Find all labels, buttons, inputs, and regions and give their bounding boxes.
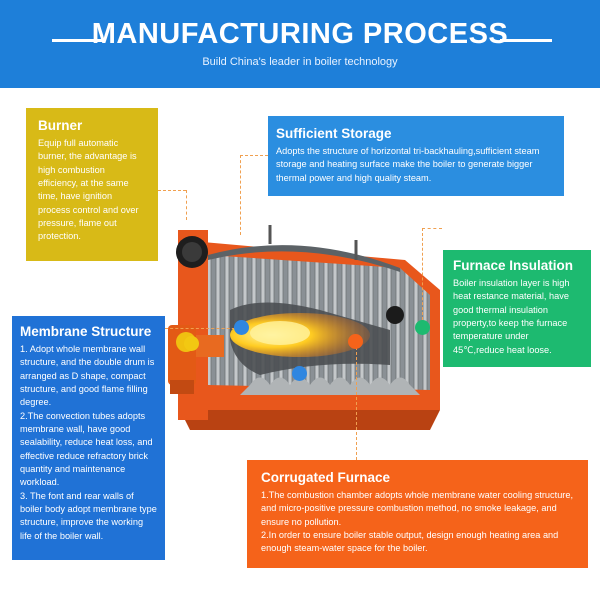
insulation-title: Furnace Insulation [453, 258, 574, 273]
connector-insulation [422, 228, 423, 320]
insulation-description: Boiler insulation layer is high heat res… [453, 278, 570, 355]
boiler-illustration [168, 225, 440, 430]
connector-insulation-top [422, 228, 442, 229]
page-subtitle: Build China's leader in boiler technolog… [202, 56, 398, 68]
connector-storage [240, 155, 268, 156]
header-right-line [500, 39, 552, 42]
storage-panel: Sufficient Storage Adopts the structure … [268, 116, 564, 196]
header-left-line [52, 39, 104, 42]
marker-dot-burner [184, 336, 199, 351]
membrane-point-1: 1. Adopt whole membrane wall structure, … [20, 344, 155, 408]
marker-dot-storage [292, 366, 307, 381]
storage-description: Adopts the structure of horizontal tri-b… [276, 146, 540, 183]
membrane-point-2: 2.The convection tubes adopts membrane w… [20, 410, 153, 488]
burner-title: Burner [38, 118, 83, 133]
membrane-description: 1. Adopt whole membrane wall structure, … [20, 343, 157, 543]
membrane-title: Membrane Structure [20, 324, 152, 339]
connector-burner [158, 190, 186, 191]
connector-membrane [165, 328, 240, 329]
corrugated-point-2: 2.In order to ensure boiler stable outpu… [261, 530, 559, 554]
connector-burner-drop [186, 190, 187, 220]
corrugated-title: Corrugated Furnace [261, 470, 391, 485]
marker-dot-membrane [234, 320, 249, 335]
membrane-point-3: 3. The font and rear walls of boiler bod… [20, 490, 157, 541]
burner-description: Equip full automatic burner, the advanta… [38, 138, 139, 242]
connector-corrugated [356, 342, 357, 460]
burner-panel: Burner Equip full automatic burner, the … [26, 108, 158, 261]
marker-dot-insulation [415, 320, 430, 335]
connector-storage-drop [240, 155, 241, 235]
page-title: MANUFACTURING PROCESS [91, 18, 509, 50]
corrugated-panel: Corrugated Furnace 1.The combustion cham… [247, 460, 588, 568]
membrane-panel: Membrane Structure 1. Adopt whole membra… [12, 316, 165, 560]
corrugated-point-1: 1.The combustion chamber adopts whole me… [261, 490, 574, 527]
marker-dot-corrugated [348, 334, 363, 349]
storage-title: Sufficient Storage [276, 126, 392, 141]
corrugated-description: 1.The combustion chamber adopts whole me… [261, 489, 574, 556]
header-banner: MANUFACTURING PROCESS Build China's lead… [0, 0, 600, 88]
insulation-panel: Furnace Insulation Boiler insulation lay… [443, 250, 591, 367]
